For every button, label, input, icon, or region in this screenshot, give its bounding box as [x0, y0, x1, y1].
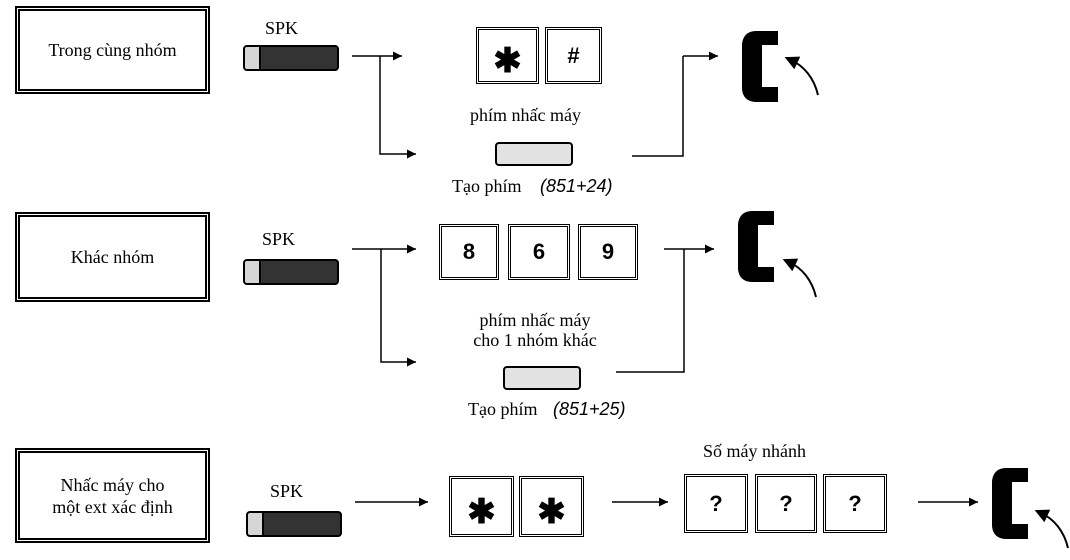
curved-arrow-icon [784, 56, 819, 96]
case-box-same-group: Trong cùng nhóm [15, 6, 210, 94]
row1-pickup-merge [632, 56, 684, 157]
handset-icon [992, 468, 1028, 539]
hash-key[interactable]: # [545, 27, 602, 84]
case-label-line1: Nhấc máy cho [60, 474, 165, 495]
star-key[interactable]: ✱ [519, 476, 584, 537]
digit-key-8[interactable]: 8 [439, 224, 499, 280]
spk-button[interactable] [243, 45, 339, 71]
create-key-label: Tạo phím [452, 176, 522, 196]
spk-button[interactable] [246, 511, 342, 537]
row2-pickup-merge [616, 249, 685, 373]
ext-digit-key[interactable]: ? [684, 474, 748, 533]
case-label: Khác nhóm [70, 247, 155, 267]
row1-connectors [352, 51, 718, 159]
digit-key-9[interactable]: 9 [578, 224, 638, 280]
pickup-key[interactable] [503, 366, 581, 390]
extension-number-label: Số máy nhánh [703, 441, 806, 461]
ext-digit-key[interactable]: ? [755, 474, 817, 533]
digit-key-6[interactable]: 6 [508, 224, 570, 280]
handset-icon [742, 31, 778, 102]
create-key-code: (851+25) [553, 399, 626, 419]
ext-digit-key[interactable]: ? [823, 474, 887, 533]
star-key[interactable]: ✱ [476, 27, 539, 84]
pickup-key-label: phím nhấc máy [470, 105, 581, 125]
row1-branch-to-pickup [379, 56, 416, 159]
case-label: Trong cùng nhóm [48, 40, 177, 60]
spk-label: SPK [270, 481, 304, 501]
create-key-label: Tạo phím [468, 399, 538, 419]
case-box-other-group: Khác nhóm [15, 212, 210, 302]
star-key[interactable]: ✱ [449, 476, 514, 537]
pickup-key[interactable] [495, 142, 573, 166]
row2-connectors [352, 244, 714, 373]
pickup-key-label-line2: cho 1 nhóm khác [473, 330, 597, 350]
pickup-key-label: phím nhấc máy cho 1 nhóm khác [445, 310, 625, 350]
create-key-code: (851+24) [540, 176, 613, 196]
case-label-line2: một ext xác định [52, 496, 173, 517]
case-box-specific-ext: Nhấc máy cho một ext xác định [15, 448, 210, 543]
spk-label: SPK [262, 229, 296, 249]
pickup-key-label-line1: phím nhấc máy [479, 310, 591, 330]
spk-button[interactable] [243, 259, 339, 285]
curved-arrow-icon [1034, 509, 1069, 549]
handset-icon [738, 211, 774, 282]
row2-branch-to-pickup [380, 249, 416, 367]
curved-arrow-icon [782, 258, 817, 298]
spk-label: SPK [265, 18, 299, 38]
